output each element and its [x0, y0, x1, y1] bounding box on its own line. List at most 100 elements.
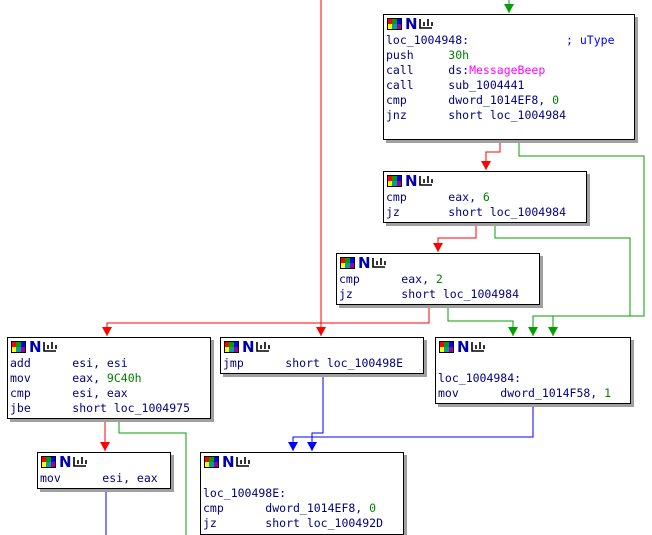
mnemonic: cmp	[386, 190, 407, 204]
block-header: N	[201, 453, 403, 471]
grid-color-icon	[387, 18, 402, 30]
operand[interactable]: short loc_1004984	[448, 205, 566, 219]
block-header: N	[38, 453, 170, 471]
operand[interactable]: dword_1014EF8,	[265, 501, 370, 515]
operand[interactable]: sub_1004441	[448, 78, 525, 92]
code-label: loc_1004984:	[438, 371, 522, 385]
graph-icon	[256, 342, 270, 352]
mnemonic: jz	[339, 287, 353, 301]
mnemonic: jz	[203, 516, 217, 530]
code-lines: mov esi, eax	[38, 471, 170, 486]
code-comment: ; uType	[566, 33, 615, 47]
operand[interactable]: dword_1014EF8,	[448, 93, 553, 107]
edge-n2-n6-arrow	[528, 327, 538, 336]
code-line: mov eax, 9C40h	[10, 371, 208, 386]
edge-n1-n6	[518, 140, 645, 336]
graph-icon	[236, 457, 250, 467]
operand: eax,	[401, 272, 436, 286]
n-icon: N	[405, 15, 418, 33]
edge-n3-n4-arrow	[102, 327, 112, 336]
edge-n2-n3	[437, 223, 477, 252]
block-header: N	[221, 338, 423, 356]
graph-icon	[372, 258, 386, 268]
operand[interactable]: dword_1014F58,	[500, 386, 605, 400]
code-line: call ds:MessageBeep	[386, 63, 632, 78]
mnemonic: cmp	[203, 501, 224, 515]
code-line: jbe short loc_1004975	[10, 401, 208, 416]
block-header: N	[8, 338, 210, 356]
n-icon: N	[59, 453, 72, 471]
mnemonic: jbe	[10, 401, 31, 415]
operand: 30h	[448, 48, 470, 62]
mnemonic: jz	[386, 205, 400, 219]
mnemonic: cmp	[386, 93, 407, 107]
code-line: jz short loc_100492D	[203, 516, 401, 531]
code-line: loc_1004948: ; uType	[386, 33, 632, 48]
mnemonic: mov	[10, 371, 31, 385]
edge-n3-n6-arrow	[508, 327, 518, 336]
graph-icon	[73, 457, 87, 467]
mnemonic: call	[386, 63, 414, 77]
code-line: loc_1004984:	[438, 371, 628, 386]
operand: ds:	[448, 63, 470, 77]
graph-icon	[43, 342, 57, 352]
n-icon: N	[457, 338, 470, 356]
edge-n3-n6	[447, 305, 514, 336]
edge-n1-n2-arrow	[481, 161, 491, 170]
n-icon: N	[358, 254, 371, 272]
operand[interactable]: short loc_1004984	[401, 287, 519, 301]
n-icon: N	[222, 453, 235, 471]
mnemonic: cmp	[339, 272, 360, 286]
operand: esi, eax	[102, 471, 158, 485]
mnemonic: jmp	[223, 356, 244, 370]
operand[interactable]: short loc_100498E	[285, 356, 403, 370]
grid-color-icon	[41, 456, 56, 468]
operand[interactable]: short loc_1004984	[448, 108, 566, 122]
grid-color-icon	[11, 341, 26, 353]
mnemonic: cmp	[10, 386, 31, 400]
operand: esi, esi	[72, 356, 128, 370]
operand: 9C40h	[106, 371, 142, 385]
edge-n5-n8	[311, 374, 324, 451]
edge-n4-out	[118, 419, 187, 535]
edge-n3-n4	[106, 305, 430, 336]
grid-color-icon	[387, 175, 402, 187]
operand: 2	[435, 272, 443, 286]
graph-icon	[471, 342, 485, 352]
n-icon: N	[405, 172, 418, 190]
mnemonic: jnz	[386, 108, 407, 122]
code-line: jz short loc_1004984	[386, 205, 584, 220]
edge-n6-n8	[292, 404, 534, 451]
code-lines: cmp eax, 2 jz short loc_1004984	[337, 272, 539, 302]
mnemonic: mov	[438, 386, 459, 400]
operand: eax,	[72, 371, 107, 385]
block-header: N	[384, 172, 586, 190]
graph-icon	[419, 176, 433, 186]
grid-color-icon	[340, 257, 355, 269]
block-header: N	[337, 254, 539, 272]
mnemonic: add	[10, 356, 31, 370]
operand[interactable]: MessageBeep	[469, 63, 546, 77]
operand[interactable]: short loc_100492D	[265, 516, 383, 530]
operand[interactable]: short loc_1004975	[72, 401, 190, 415]
block-header: N	[384, 15, 634, 33]
mnemonic: mov	[40, 471, 61, 485]
mnemonic: push	[386, 48, 414, 62]
edge-in-n1-arrow	[504, 4, 514, 13]
